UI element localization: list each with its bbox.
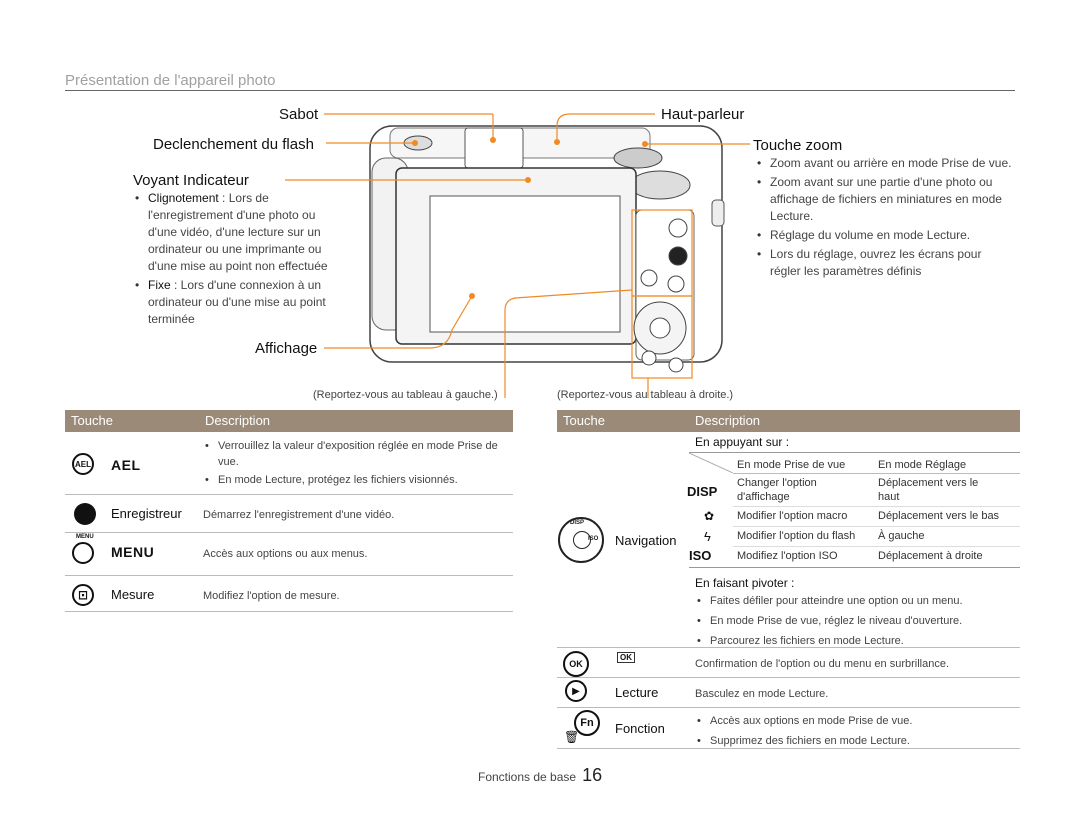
- page-header-title: Présentation de l'appareil photo: [65, 72, 276, 89]
- right-col-touche: Touche: [563, 413, 605, 428]
- inner-cell: Déplacement vers le bas: [878, 510, 1000, 522]
- lecture-description: Basculez en mode Lecture.: [695, 688, 829, 700]
- row-divider: [557, 748, 1020, 749]
- right-col-description: Description: [695, 413, 761, 428]
- voyant-item-clignotement: Clignotement : Lors de l'enregistrement …: [133, 190, 333, 275]
- fonction-description: Accès aux options en mode Prise de vue. …: [695, 712, 1015, 752]
- zoom-item: Lors du réglage, ouvrez les écrans pour …: [755, 246, 1015, 280]
- mesure-description: Modifiez l'option de mesure.: [203, 590, 340, 602]
- mesure-label: Mesure: [111, 587, 155, 602]
- page-number: 16: [582, 765, 603, 785]
- callout-haut-parleur: Haut-parleur: [661, 106, 745, 123]
- row-divider: [557, 647, 1020, 648]
- callout-sabot: Sabot: [279, 106, 319, 123]
- ael-desc-item: Verrouillez la valeur d'exposition réglé…: [203, 438, 503, 470]
- lecture-label: Lecture: [615, 685, 659, 700]
- ael-desc-item: En mode Lecture, protégez les fichiers v…: [203, 472, 503, 488]
- inner-cell: Déplacement vers le haut: [878, 477, 979, 503]
- inner-head-prise: En mode Prise de vue: [737, 459, 846, 471]
- row-divider: [557, 707, 1020, 708]
- navigation-label: Navigation: [615, 533, 677, 548]
- ok-button-icon: OK: [563, 651, 589, 677]
- ok-small-icon: OK: [617, 652, 635, 663]
- page-footer: Fonctions de base 16: [478, 765, 602, 786]
- key-flash-icon: ϟ: [704, 529, 711, 544]
- callout-voyant: Voyant Indicateur: [133, 172, 249, 189]
- metering-icon: ⊡: [72, 584, 94, 606]
- inner-cell: Modifiez l'option ISO: [737, 550, 838, 562]
- inner-cell: Changer l'option d'affichage: [737, 477, 817, 503]
- record-icon: [74, 503, 96, 525]
- dial-iso-label: ISO: [588, 536, 599, 542]
- key-macro-icon: ✿: [704, 509, 715, 523]
- pivoter-item: En mode Prise de vue, réglez le niveau d…: [695, 612, 1015, 630]
- ael-description: Verrouillez la valeur d'exposition réglé…: [203, 438, 503, 490]
- callout-touche-zoom: Touche zoom: [753, 137, 843, 154]
- pivoter-list: Faites défiler pour atteindre une option…: [695, 592, 1015, 652]
- header-rule: [65, 90, 1015, 91]
- inner-rule: [733, 526, 1020, 527]
- dial-disp-label: DISP: [570, 520, 585, 526]
- menu-icon: [72, 542, 94, 564]
- left-col-touche: Touche: [71, 413, 113, 428]
- row-divider: [557, 677, 1020, 678]
- fonction-label: Fonction: [615, 721, 665, 736]
- ael-icon: AEL: [72, 453, 94, 475]
- callout-flash: Declenchement du flash: [153, 136, 314, 153]
- key-disp: DISP: [687, 484, 718, 499]
- row-divider: [65, 494, 513, 495]
- menu-description: Accès aux options ou aux menus.: [203, 548, 368, 560]
- navigation-inner-table: En mode Prise de vue En mode Réglage DIS…: [687, 452, 1020, 570]
- appuyant-heading: En appuyant sur :: [695, 435, 790, 449]
- ael-label: AEL: [111, 457, 141, 473]
- trash-icon: 🗑: [564, 730, 580, 744]
- fonction-item: Supprimez des fichiers en mode Lecture.: [695, 732, 1015, 750]
- inner-rule: [689, 452, 1020, 453]
- fn-button-icon: Fn: [574, 710, 600, 736]
- playback-icon: ▶: [565, 680, 587, 702]
- zoom-item: Réglage du volume en mode Lecture.: [755, 227, 1015, 244]
- menu-icon-caption: MENU: [76, 534, 94, 540]
- voyant-item-fixe: Fixe : Lors d'une connexion à un ordinat…: [133, 277, 333, 328]
- inner-rule: [733, 546, 1020, 547]
- right-table-header: Touche Description: [557, 410, 1020, 432]
- enregistreur-label: Enregistreur: [111, 506, 182, 521]
- pivoter-item: Faites défiler pour atteindre une option…: [695, 592, 1015, 610]
- inner-rule: [733, 473, 1020, 474]
- pivoter-heading: En faisant pivoter :: [695, 576, 795, 590]
- inner-cell: Modifier l'option macro: [737, 510, 848, 522]
- left-col-description: Description: [205, 413, 271, 428]
- camera-illustration: [285, 113, 750, 398]
- inner-corner-diagonal: [689, 453, 733, 473]
- ref-note-left: (Reportez-vous au tableau à gauche.): [313, 389, 498, 401]
- navigation-dial-icon: DISP ISO: [558, 517, 604, 563]
- row-divider: [65, 611, 513, 612]
- row-divider: [65, 532, 513, 533]
- ok-description: Confirmation de l'option ou du menu en s…: [695, 658, 950, 670]
- inner-cell: À gauche: [878, 530, 925, 542]
- zoom-description-list: Zoom avant ou arrière en mode Prise de v…: [755, 155, 1015, 282]
- zoom-item: Zoom avant sur une partie d'une photo ou…: [755, 174, 1015, 225]
- enregistreur-description: Démarrez l'enregistrement d'une vidéo.: [203, 509, 395, 521]
- dial-center: [573, 531, 591, 549]
- key-iso: ISO: [689, 548, 712, 563]
- inner-cell: Déplacement à droite: [878, 550, 983, 562]
- voyant-description-list: Clignotement : Lors de l'enregistrement …: [133, 190, 333, 330]
- inner-cell: Modifier l'option du flash: [737, 530, 856, 542]
- footer-section: Fonctions de base: [478, 770, 577, 784]
- row-divider: [65, 575, 513, 576]
- zoom-item: Zoom avant ou arrière en mode Prise de v…: [755, 155, 1015, 172]
- left-table-header: Touche Description: [65, 410, 513, 432]
- menu-label: MENU: [111, 544, 155, 560]
- fonction-item: Accès aux options en mode Prise de vue.: [695, 712, 1015, 730]
- inner-rule: [733, 506, 1020, 507]
- pivoter-item: Parcourez les fichiers en mode Lecture.: [695, 632, 1015, 650]
- inner-rule: [689, 567, 1020, 568]
- callout-affichage: Affichage: [255, 340, 318, 357]
- ref-note-right: (Reportez-vous au tableau à droite.): [557, 389, 734, 401]
- inner-head-reglage: En mode Réglage: [878, 459, 967, 471]
